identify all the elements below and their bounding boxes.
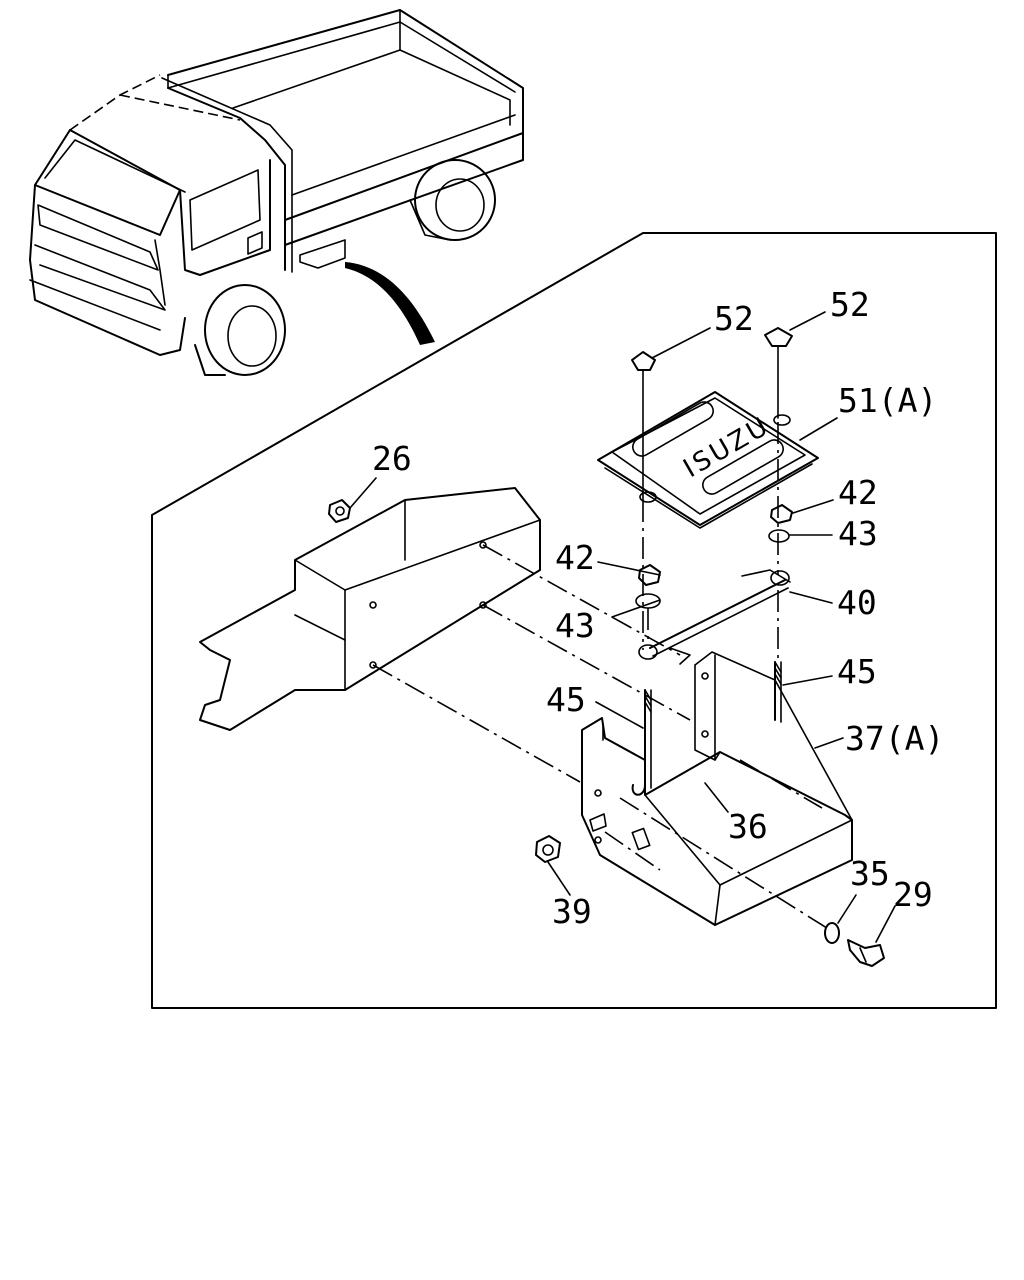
j-bolts — [631, 661, 782, 796]
callout-45-right: 45 — [837, 652, 877, 691]
callout-40: 40 — [837, 583, 877, 622]
battery-tray — [581, 651, 853, 926]
isuzu-logo: ISUZU — [679, 411, 776, 484]
callout-42-right: 42 — [838, 473, 878, 512]
callouts: 26 52 52 51(A) 42 43 42 43 40 45 45 37(A… — [372, 285, 944, 931]
detail-frame — [151, 232, 997, 1009]
callout-45-left: 45 — [546, 680, 586, 719]
callout-26: 26 — [372, 439, 412, 478]
assembly-lines — [372, 422, 831, 931]
callout-39: 39 — [552, 892, 592, 931]
callout-36: 36 — [728, 807, 768, 846]
frame-rail — [199, 487, 541, 731]
callout-51a: 51(A) — [838, 381, 937, 420]
leader-lines — [349, 311, 896, 943]
hold-down-bar — [638, 569, 791, 665]
callout-35: 35 — [850, 854, 890, 893]
callout-43-right: 43 — [838, 514, 878, 553]
callout-52-left: 52 — [714, 299, 754, 338]
truck-overview — [29, 9, 524, 376]
hardware — [328, 327, 885, 967]
callout-43-left: 43 — [555, 606, 595, 645]
callout-52-right: 52 — [830, 285, 870, 324]
callout-42-left: 42 — [555, 538, 595, 577]
callout-37a: 37(A) — [845, 719, 944, 758]
callout-29: 29 — [893, 875, 933, 914]
